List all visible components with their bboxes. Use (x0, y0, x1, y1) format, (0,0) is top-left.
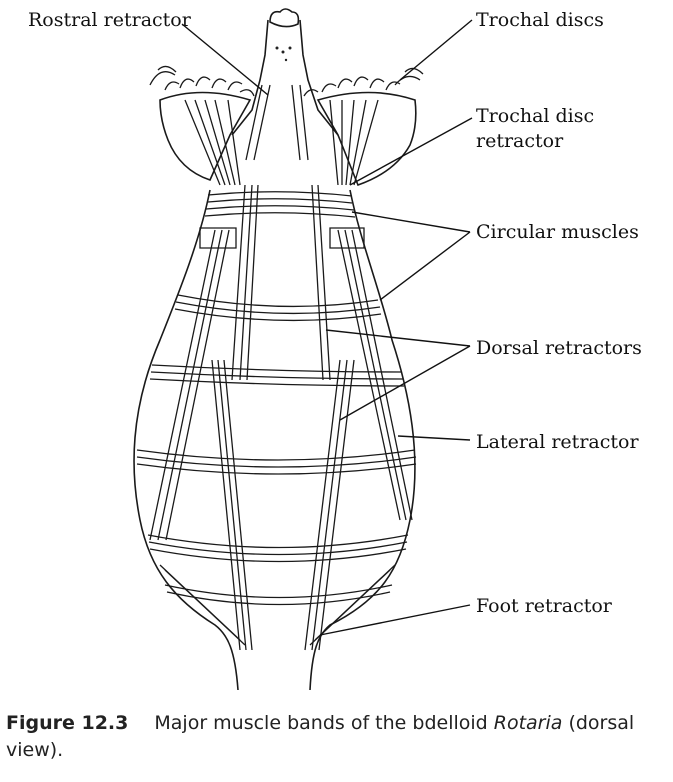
label-dorsal-retractors: Dorsal retractors (476, 336, 642, 360)
trochal-disc-right (304, 68, 423, 185)
longitudinal-retractor-bands (150, 185, 412, 650)
leader-trochal-discs (400, 20, 472, 80)
label-circular-muscles: Circular muscles (476, 220, 639, 244)
caption-text-before: Major muscle bands of the bdelloid (154, 712, 493, 734)
rotaria-diagram: Rostral retractor Trochal discs Trochal … (0, 0, 673, 700)
leader-circular-muscles-a (352, 212, 470, 232)
leader-lateral-retractor (398, 436, 470, 440)
label-lateral-retractor: Lateral retractor (476, 430, 639, 454)
leader-dorsal-retractors-b (340, 346, 470, 420)
label-trochal-disc-retractor-line2: retractor (476, 129, 563, 153)
figure-number: Figure 12.3 (6, 712, 128, 734)
label-trochal-discs: Trochal discs (476, 8, 604, 32)
label-rostral-retractor: Rostral retractor (28, 8, 191, 32)
rostrum (232, 9, 338, 135)
leader-dorsal-retractors-a (326, 330, 470, 346)
label-trochal-disc-retractor-line1: Trochal disc (476, 104, 594, 128)
leader-circular-muscles-b (380, 232, 470, 300)
caption-species: Rotaria (494, 712, 563, 734)
leader-foot-retractor (320, 605, 470, 635)
label-foot-retractor: Foot retractor (476, 594, 612, 618)
leader-rostral-retractor (182, 24, 268, 95)
body-outline (134, 190, 415, 690)
leader-trochal-disc-retractor (350, 118, 472, 185)
figure-caption: Figure 12.3 Major muscle bands of the bde… (6, 710, 666, 764)
